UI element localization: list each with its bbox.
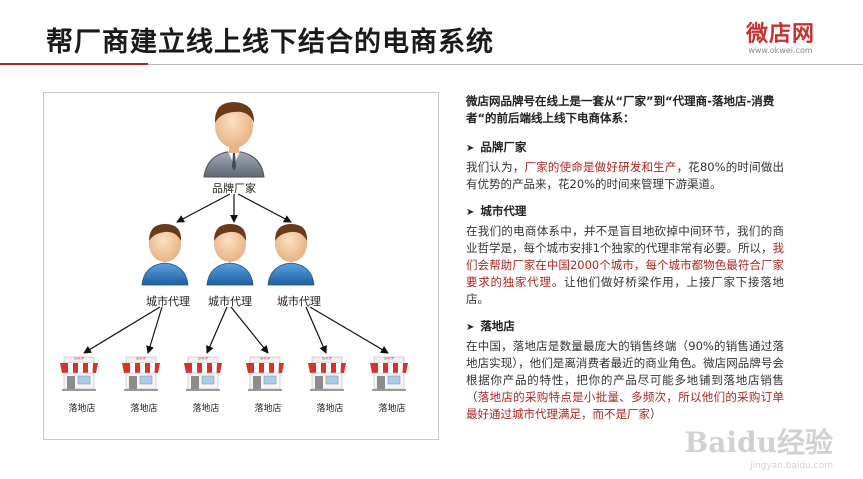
section-body-brand: 我们认为，厂家的使命是做好研发和生产，花80%的时间做出有优势的产品来，花20%… xyxy=(466,160,785,191)
store-label: 落地店 xyxy=(68,404,96,414)
connector-arrows xyxy=(83,193,389,354)
description-column: 微店网品牌号在线上是一套从“厂家”到“代理商-落地店-消费者“的前后端线上线下电… xyxy=(466,93,784,433)
bullet-arrow-icon: ➤ xyxy=(466,143,475,154)
logo-url: www.okwei.com xyxy=(748,46,813,55)
agent-label: 城市代理 xyxy=(146,295,190,308)
brand-logo: 微店网 www.okwei.com xyxy=(746,16,815,55)
store-icon xyxy=(369,356,409,392)
agent-person-icon xyxy=(206,224,254,286)
store-signs: SHOP SHOP SHOP SHOP SHOP SHOP xyxy=(74,357,394,361)
title-rule-accent xyxy=(0,63,148,65)
store-icon xyxy=(121,356,161,392)
agent-person-icon xyxy=(267,224,315,286)
section-body-store: 在中国，落地店是数量最庞大的销售终端（90%的销售通过落地店实现），他们是离消费… xyxy=(466,339,785,421)
agent-label: 城市代理 xyxy=(208,295,252,308)
store-icon xyxy=(59,356,99,392)
store-label: 落地店 xyxy=(254,404,282,414)
intro-paragraph: 微店网品牌号在线上是一套从“厂家”到“代理商-落地店-消费者“的前后端线上线下电… xyxy=(466,94,775,125)
store-sign: SHOP xyxy=(322,357,332,361)
section-heading-agent: ➤城市代理 xyxy=(466,204,527,218)
brand-label: 品牌厂家 xyxy=(212,182,256,195)
store-label: 落地店 xyxy=(316,404,344,414)
brand-person-icon xyxy=(203,102,265,178)
store-label: 落地店 xyxy=(192,404,220,414)
hierarchy-diagram: SHOP SHOP SHOP SHOP SHOP SHOP 品牌厂家 城市代理 … xyxy=(43,92,439,440)
title-rule xyxy=(148,64,863,65)
store-icon xyxy=(307,356,347,392)
store-sign: SHOP xyxy=(198,357,208,361)
store-sign: SHOP xyxy=(136,357,146,361)
watermark-url: jingyan.baidu.com xyxy=(749,461,833,471)
agent-person-icon xyxy=(141,224,189,286)
store-icon xyxy=(245,356,285,392)
store-sign: SHOP xyxy=(384,357,394,361)
store-sign: SHOP xyxy=(74,357,84,361)
watermark-main: Baidu经验 xyxy=(684,426,833,459)
logo-name: 微店网 xyxy=(745,22,815,47)
diagram-canvas: SHOP SHOP SHOP SHOP SHOP SHOP xyxy=(59,102,409,392)
section-heading-brand: ➤品牌厂家 xyxy=(466,140,527,154)
slide-title: 帮厂商建立线上线下结合的电商系统 xyxy=(46,27,494,58)
agent-label: 城市代理 xyxy=(277,295,321,308)
baidu-watermark: Baidu经验 jingyan.baidu.com xyxy=(685,421,833,471)
bullet-arrow-icon: ➤ xyxy=(466,207,475,218)
store-label: 落地店 xyxy=(378,404,406,414)
store-icon xyxy=(183,356,223,392)
section-body-agent: 在我们的电商体系中，并不是盲目地砍掉中间环节，我们的商业哲学是，每个城市安排1个… xyxy=(466,224,785,306)
store-sign: SHOP xyxy=(260,357,270,361)
section-heading-store: ➤落地店 xyxy=(466,319,515,333)
bullet-arrow-icon: ➤ xyxy=(466,322,475,333)
store-label: 落地店 xyxy=(130,404,158,414)
